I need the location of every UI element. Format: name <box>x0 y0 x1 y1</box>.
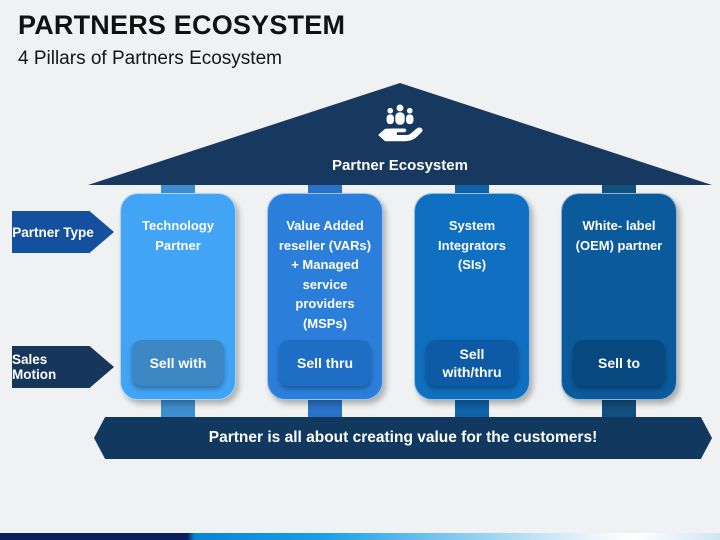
row-label-text: Partner Type <box>12 224 94 240</box>
pillar-label: Value Added reseller (VARs) + Managed se… <box>278 218 372 331</box>
page-title: PARTNERS ECOSYSTEM <box>18 10 346 40</box>
pillar-value-added-reseller[interactable]: Value Added reseller (VARs) + Managed se… <box>267 193 383 400</box>
sell-thru-button[interactable]: Sell thru <box>279 340 371 386</box>
banner-text: Partner is all about creating value for … <box>208 429 598 446</box>
row-label-text: Sales Motion <box>12 352 57 382</box>
pillar-column-2: Value Added reseller (VARs) + Managed se… <box>267 0 383 540</box>
pillar-connector-bottom <box>161 396 195 418</box>
pillar-connector-bottom <box>602 396 636 418</box>
sell-to-button[interactable]: Sell to <box>573 340 665 386</box>
pillar-column-4: White- label (OEM) partner Sell to <box>561 0 677 540</box>
bottom-banner: Partner is all about creating value for … <box>94 417 712 459</box>
pillar-column-1: Technology Partner Sell with <box>120 0 236 540</box>
roof-label: Partner Ecosystem <box>332 157 468 174</box>
pillar-connector-bottom <box>308 396 342 418</box>
pillar-connector-bottom <box>455 396 489 418</box>
sell-with-button[interactable]: Sell with <box>132 340 224 386</box>
pillar-system-integrators[interactable]: System Integrators (SIs) Sell with/thru <box>414 193 530 400</box>
pillar-column-3: System Integrators (SIs) Sell with/thru <box>414 0 530 540</box>
row-label-sales-motion: Sales Motion <box>12 346 114 388</box>
sell-with-thru-button[interactable]: Sell with/thru <box>426 340 518 386</box>
hand-holding-people-icon <box>375 102 425 151</box>
pillar-label: Technology Partner <box>142 218 214 253</box>
pillar-label: White- label (OEM) partner <box>575 218 663 253</box>
page-subtitle: 4 Pillars of Partners Ecosystem <box>18 48 282 69</box>
pillar-label: System Integrators (SIs) <box>438 218 506 272</box>
pillar-white-label-oem[interactable]: White- label (OEM) partner Sell to <box>561 193 677 400</box>
footer-gradient-bar <box>0 533 720 540</box>
row-label-partner-type: Partner Type <box>12 211 114 253</box>
pillar-technology-partner[interactable]: Technology Partner Sell with <box>120 193 236 400</box>
